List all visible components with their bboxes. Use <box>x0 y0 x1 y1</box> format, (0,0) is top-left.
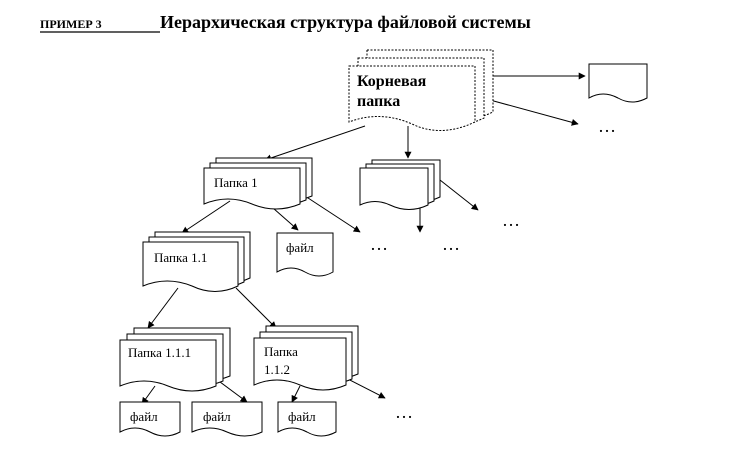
folder-1-1-2: Папка 1.1.2 <box>253 325 359 391</box>
root-folder: Корневая папка <box>348 49 494 132</box>
example-label: ПРИМЕР 3 <box>40 17 102 31</box>
folder-1-1-2-label-line1: Папка <box>264 344 298 359</box>
file-1-1-1-a: файл <box>119 401 181 437</box>
ellipses: … … … … … <box>370 116 616 422</box>
edge-1-1-2-to-file <box>291 385 301 403</box>
ellipsis-folder-1: … <box>370 234 388 254</box>
folder-1-file-label: файл <box>286 240 314 255</box>
folder-1-1: Папка 1.1 <box>142 231 251 292</box>
edge-root-to-folder-1 <box>264 125 366 162</box>
file-1-1-1-b-label: файл <box>203 409 231 424</box>
ellipsis-unnamed: … <box>502 210 520 230</box>
edge-folder-1-to-folder-1-1 <box>181 200 231 234</box>
edge-folder-1-to-more <box>304 195 361 233</box>
root-folder-label-line1: Корневая <box>357 73 427 90</box>
edge-1-1-1-to-file-a <box>141 385 156 405</box>
folder-1-file: файл <box>276 232 334 277</box>
file-1-1-1-a-label: файл <box>130 409 158 424</box>
file-1-1-2: файл <box>277 401 337 437</box>
edge-folder-1-1-to-1-1-2 <box>235 287 277 329</box>
root-file <box>588 63 648 103</box>
edge-root-to-more <box>489 99 579 126</box>
folder-1-1-2-label-line2: 1.1.2 <box>264 362 290 377</box>
folder-1-1-label: Папка 1.1 <box>154 250 207 265</box>
folder-1-label: Папка 1 <box>214 175 258 190</box>
ellipsis-root: … <box>598 116 616 136</box>
ellipsis-1-1-2: … <box>395 402 413 422</box>
folder-1: Папка 1 <box>203 157 313 210</box>
header: ПРИМЕР 3 Иерархическая структура файлово… <box>40 12 531 33</box>
file-1-1-1-b: файл <box>191 401 263 437</box>
ellipsis-unnamed-child: … <box>442 234 460 254</box>
folder-1-1-1-label: Папка 1.1.1 <box>128 345 191 360</box>
root-folder-label-line2: папка <box>357 93 400 110</box>
edge-folder-1-1-to-1-1-1 <box>147 287 179 329</box>
folder-unnamed <box>359 159 441 210</box>
diagram-title: Иерархическая структура файловой системы <box>160 12 531 32</box>
edge-unnamed-to-more <box>439 179 479 211</box>
folder-1-1-1: Папка 1.1.1 <box>119 327 231 392</box>
file-1-1-2-label: файл <box>288 409 316 424</box>
